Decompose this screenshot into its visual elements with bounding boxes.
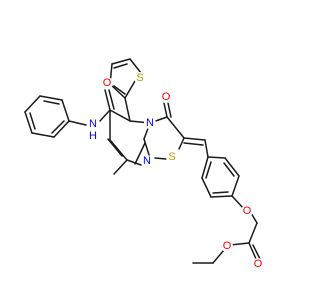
bond [207, 156, 226, 159]
bond [107, 138, 123, 157]
atom-O-carbonyl-label: O [254, 258, 263, 270]
bond [201, 177, 212, 198]
bonds [24, 58, 261, 264]
atom-labels: N H O S O N N S [87, 72, 264, 270]
bond [113, 85, 126, 95]
bond [143, 138, 151, 159]
bond [252, 244, 261, 260]
bond [163, 102, 168, 118]
bond [31, 132, 55, 138]
bond [210, 195, 233, 198]
atom-H-amide: H [88, 130, 98, 142]
bond [212, 191, 229, 194]
bond [231, 195, 245, 210]
bond [167, 102, 172, 118]
bond [109, 139, 128, 161]
bond [39, 95, 63, 101]
bond [29, 112, 36, 130]
bond [126, 159, 142, 166]
bond [113, 159, 128, 175]
atom-N-amide: N [87, 118, 99, 130]
bond [248, 242, 257, 260]
bond [154, 157, 167, 160]
bond [53, 120, 70, 138]
atom-S-thiophene-label: S [136, 72, 143, 84]
atom-O-carbonyl: O [252, 258, 264, 270]
atom-H-amide-label: H [89, 130, 97, 142]
bond [166, 116, 185, 139]
molecule-structure-diagram: N H O S O N N S [24, 58, 264, 270]
atom-O-keto-label: O [162, 91, 171, 103]
bond [183, 142, 204, 146]
atom-O-ester: O [221, 240, 233, 252]
bond [124, 80, 136, 99]
atom-O-ether-label: O [243, 205, 252, 217]
bond [229, 242, 250, 246]
bond [205, 161, 212, 179]
bond [99, 109, 111, 122]
atom-S-thiazole-label: S [168, 151, 175, 163]
bond [248, 222, 258, 244]
bond [68, 120, 87, 126]
bond [129, 58, 142, 74]
atom-O-amide: O [101, 77, 113, 89]
atom-N-ring5-label: N [146, 117, 154, 129]
atom-O-amide-label: O [103, 77, 112, 89]
atom-N-pyrimidine: N [141, 155, 153, 167]
bond [201, 156, 209, 179]
bond [212, 249, 225, 264]
atom-O-ether: O [241, 205, 253, 217]
bond [231, 175, 240, 197]
bond [109, 109, 131, 122]
atom-O-keto: O [160, 91, 172, 103]
bond [224, 157, 240, 177]
bond [178, 137, 185, 150]
bond [223, 162, 235, 177]
bond [113, 63, 128, 69]
bond [124, 97, 131, 122]
atom-S-thiazole: S [166, 151, 178, 163]
atom-N-amide-label: N [89, 118, 97, 130]
atom-O-ester-label: O [223, 240, 232, 252]
bond [24, 95, 41, 113]
atom-N-ring5: N [144, 117, 156, 129]
bond [250, 212, 258, 224]
bond [51, 120, 65, 134]
atom-N-pyrimidine-label: N [143, 155, 151, 167]
bond [204, 139, 209, 158]
bond [183, 137, 206, 141]
bond [24, 111, 33, 134]
bond [104, 89, 111, 111]
bond [61, 99, 70, 122]
bond [43, 100, 60, 105]
atom-S-thiophene: S [134, 72, 146, 84]
bond [108, 89, 115, 110]
bond [109, 83, 126, 99]
bond [134, 142, 146, 165]
bond [111, 58, 131, 65]
